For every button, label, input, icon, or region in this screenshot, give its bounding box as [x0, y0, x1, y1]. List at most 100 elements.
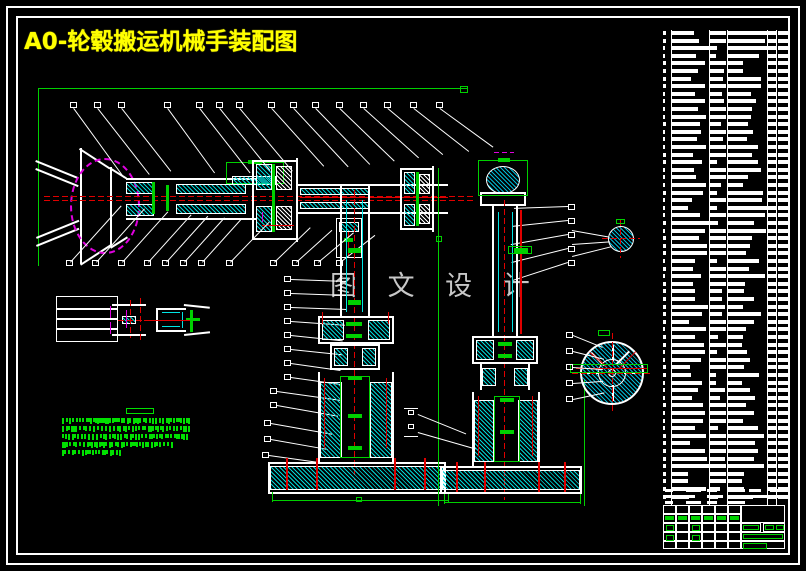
table-row [663, 250, 789, 256]
table-cell [663, 304, 666, 309]
table-cell [728, 152, 752, 157]
table-cell [663, 38, 666, 43]
table-cell [728, 76, 761, 81]
note-glyph [114, 434, 116, 439]
table-cell [728, 91, 751, 96]
note-glyph [165, 434, 167, 438]
table-cell [663, 76, 666, 81]
table-cell [778, 129, 789, 134]
table-cell [672, 213, 700, 218]
table-cell [778, 312, 789, 317]
title-block-cell [702, 523, 715, 532]
title-block-text-strip [665, 501, 673, 504]
table-cell [672, 190, 703, 195]
note-glyph [100, 434, 102, 438]
table-cell [710, 61, 726, 66]
note-glyph [170, 434, 172, 438]
balloon-callout [268, 102, 275, 108]
table-cell [672, 107, 698, 111]
table-cell [728, 167, 761, 172]
note-glyph [101, 418, 103, 423]
table-row [663, 364, 789, 370]
table-cell [768, 281, 776, 286]
table-cell [710, 228, 726, 233]
table-cell [663, 471, 666, 476]
table-cell [778, 84, 789, 89]
note-glyph [148, 426, 150, 432]
table-cell [768, 411, 776, 415]
table-cell [710, 274, 726, 279]
note-glyph [136, 442, 138, 447]
table-cell [672, 312, 702, 317]
note-glyph [166, 418, 168, 423]
table-cell [672, 160, 702, 165]
title-block-cell [715, 523, 728, 532]
title-block-field-highlight [692, 535, 700, 541]
table-cell [768, 388, 776, 393]
table-row [663, 243, 789, 249]
table-cell [768, 380, 776, 385]
note-glyph [123, 442, 125, 447]
note-glyph [106, 450, 108, 454]
table-row [663, 448, 789, 454]
note-glyph [156, 434, 158, 439]
note-glyph [117, 426, 119, 431]
title-block-cell [728, 541, 741, 549]
table-cell [728, 175, 748, 180]
table-cell [768, 107, 776, 111]
table-cell [710, 221, 718, 225]
table-cell [663, 411, 665, 415]
table-row [663, 380, 789, 386]
table-cell [672, 380, 702, 385]
inner-border-frame [16, 16, 790, 555]
title-block-field-highlight [666, 525, 674, 531]
note-glyph [145, 434, 147, 438]
title-block-text-strip [707, 501, 717, 504]
table-cell [768, 129, 776, 134]
table-cell [728, 274, 765, 279]
table-cell [728, 114, 751, 119]
note-glyph [109, 442, 111, 448]
table-cell [663, 167, 665, 172]
table-cell [663, 403, 666, 408]
note-glyph [79, 442, 81, 446]
note-glyph [72, 434, 74, 440]
table-cell [728, 350, 747, 355]
table-cell [663, 175, 665, 180]
title-block-pane [741, 532, 785, 541]
table-cell [768, 259, 776, 263]
table-cell [663, 319, 666, 324]
title-block-cell [715, 541, 728, 549]
table-cell [663, 479, 666, 484]
table-row [663, 456, 789, 462]
table-cell [672, 342, 704, 347]
title-block-text-strip [770, 489, 789, 492]
table-cell [728, 297, 754, 301]
table-cell [728, 365, 744, 370]
title-block-cell [663, 541, 676, 549]
table-cell [778, 304, 789, 309]
title-block-cell [689, 523, 702, 532]
note-glyph [66, 442, 68, 447]
table-cell [768, 46, 776, 51]
table-cell [710, 479, 726, 484]
note-glyph [94, 442, 96, 447]
balloon-callout [226, 260, 233, 266]
table-cell [710, 99, 724, 104]
table-cell [672, 46, 709, 51]
table-cell [768, 433, 776, 438]
note-glyph [68, 450, 70, 454]
table-cell [778, 99, 789, 104]
table-cell [710, 426, 718, 431]
table-cell [672, 251, 707, 256]
note-glyph [160, 426, 162, 430]
table-row [663, 334, 789, 340]
note-glyph [89, 426, 91, 431]
balloon-callout [284, 318, 291, 324]
table-cell [778, 456, 789, 461]
note-glyph [161, 434, 163, 439]
note-glyph [68, 426, 70, 430]
table-cell [672, 373, 691, 377]
